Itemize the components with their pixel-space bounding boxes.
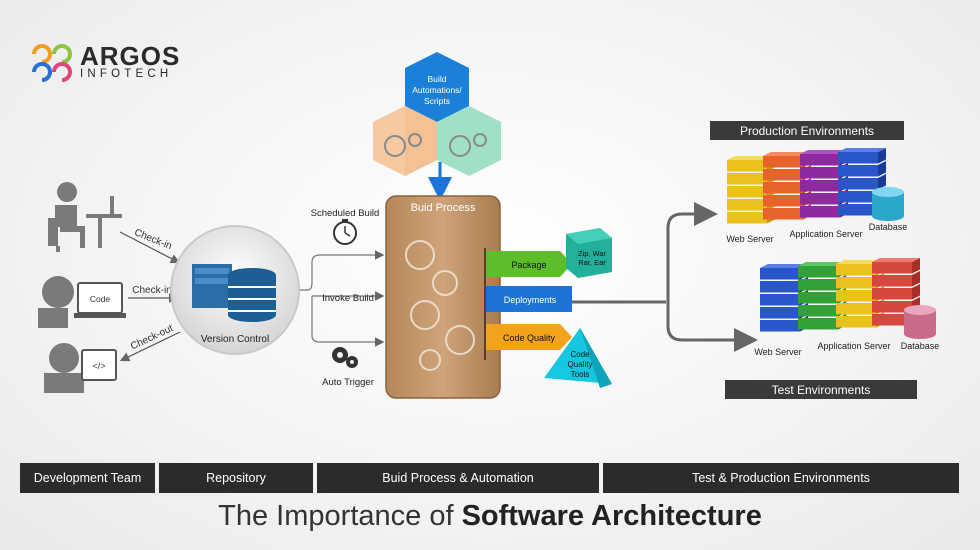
prod-app-server-icon-3 — [838, 148, 886, 216]
package-label: Package — [511, 260, 546, 270]
scheduled-build-label: Scheduled Build — [311, 208, 380, 219]
clock-icon — [333, 219, 357, 245]
footer-environments: Test & Production Environments — [603, 463, 959, 493]
quality-tools-line-2: Quality — [568, 360, 593, 369]
code-tag: Code — [90, 294, 111, 304]
prod-database-label: Database — [869, 222, 908, 232]
auto-trigger-label: Auto Trigger — [322, 377, 374, 388]
invoke-build-label: Invoke Build — [322, 293, 374, 304]
argos-logo-icon — [32, 44, 72, 82]
footer-development-team: Development Team — [20, 463, 155, 493]
test-app-server-label: Application Server — [817, 341, 890, 351]
code-quality-stage: Code Quality — [486, 324, 572, 350]
quality-tools-line-3: Tools — [571, 370, 590, 379]
test-server-stacks — [760, 258, 936, 339]
deployments-label: Deployments — [504, 295, 557, 305]
logo-name: ARGOS — [80, 41, 181, 71]
test-web-server-label: Web Server — [754, 347, 801, 357]
build-automation-line-3: Scripts — [424, 96, 450, 106]
build-process-box: Buid Process — [385, 195, 501, 399]
package-stage: Package — [486, 251, 572, 277]
page-tagline: The Importance of Software Architecture — [0, 500, 980, 533]
test-database-label: Database — [901, 341, 940, 351]
zip-archive-box: Zip, War Rar, Ear — [566, 228, 612, 278]
build-automation-line-2: Automations/ — [412, 85, 462, 95]
prod-app-server-label: Application Server — [789, 229, 862, 239]
prod-web-server-label: Web Server — [726, 234, 773, 244]
company-logo: ARGOS INFOTECH — [30, 42, 180, 82]
developer-desk-icon — [48, 182, 122, 252]
package-formats-line-2: Rar, Ear — [578, 258, 606, 267]
deployments-stage: Deployments — [486, 286, 572, 312]
code-quality-tools-pyramid: Code Quality Tools — [544, 328, 612, 388]
logo-subtitle: INFOTECH — [80, 68, 173, 80]
production-environments-title: Production Environments — [710, 121, 904, 140]
version-control-label: Version Control — [201, 334, 269, 345]
code-quality-label: Code Quality — [503, 333, 556, 343]
prod-database-icon — [872, 187, 904, 221]
svg-text:</>: </> — [92, 361, 105, 371]
test-app-server-icon-3 — [872, 258, 920, 326]
production-server-stacks — [727, 148, 904, 224]
database-stack-icon — [228, 268, 276, 322]
test-environments-title: Test Environments — [725, 380, 917, 399]
developer-code-icon: Code — [38, 276, 126, 328]
developer-monitor-icon: </> — [44, 343, 117, 393]
version-control-repository: Version Control — [170, 225, 300, 355]
quality-tools-line-1: Code — [570, 350, 590, 359]
footer-build-automation: Buid Process & Automation — [317, 463, 599, 493]
checkin-label-2: Check-in — [132, 285, 171, 296]
footer-repository: Repository — [159, 463, 313, 493]
test-database-icon — [904, 305, 936, 339]
build-automation-hexagons: Build Automations/ Scripts — [373, 52, 501, 176]
gears-icon — [384, 133, 487, 157]
tagline-bold: Software Architecture — [461, 500, 762, 532]
server-icon — [192, 264, 232, 308]
package-formats-line-1: Zip, War — [578, 249, 607, 258]
build-process-title: Buid Process — [411, 202, 476, 214]
build-automation-line-1: Build — [428, 74, 447, 84]
auto-gears-icon — [332, 347, 358, 368]
tagline-normal: The Importance of — [218, 500, 462, 532]
process-gears-icon — [405, 240, 475, 371]
